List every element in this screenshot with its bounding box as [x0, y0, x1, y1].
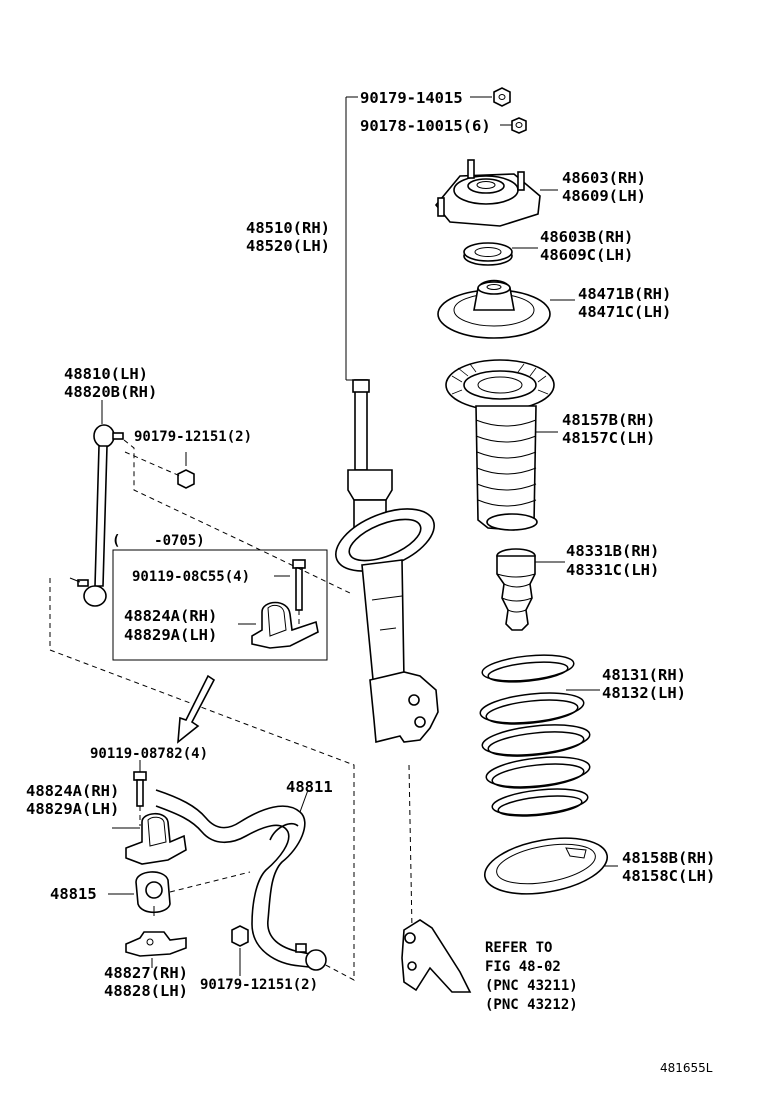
lower-insulator-drawing: [483, 837, 618, 895]
refer-line-2: FIG 48-02: [485, 959, 561, 975]
label-lower-insulator-rh: 48158B(RH): [622, 849, 715, 867]
bearing-drawing: [463, 242, 538, 266]
lower-bracket-drawing: [125, 931, 187, 968]
bound-bumper-drawing: [496, 548, 565, 631]
label-stabilizer-bar: 48811: [286, 778, 333, 796]
label-bracket-lh: 48828(LH): [104, 982, 188, 1000]
bushing-bracket-drawing: [112, 812, 187, 865]
label-bolt-08782: 90119-08782(4): [90, 746, 208, 762]
label-bushing-48815: 48815: [50, 885, 97, 903]
label-link-lh: 48810(LH): [64, 365, 148, 383]
label-link-rh: 48820B(RH): [64, 383, 157, 401]
coil-spring-drawing: [479, 654, 600, 817]
label-bracket-rh: 48827(RH): [104, 964, 188, 982]
label-upper-seat-lh: 48471C(LH): [578, 303, 671, 321]
label-inset-bushing-lh: 48829A(LH): [124, 626, 217, 644]
label-bumper-rh: 48331B(RH): [566, 542, 659, 560]
label-nut-10015: 90178-10015(6): [360, 117, 491, 135]
refer-line-1: REFER TO: [485, 940, 552, 956]
drawing-code: 481655L: [660, 1061, 713, 1075]
inset-arrow: [177, 674, 216, 744]
label-insulator-rh: 48157B(RH): [562, 411, 655, 429]
label-bracket-bushing-rh: 48824A(RH): [26, 782, 119, 800]
label-bearing-rh: 48603B(RH): [540, 228, 633, 246]
strut-support-drawing: [434, 159, 558, 227]
upper-spring-seat-drawing: [437, 279, 575, 339]
label-lower-insulator-lh: 48158C(LH): [622, 867, 715, 885]
label-inset-bolt: 90119-08C55(4): [132, 569, 250, 585]
label-support-lh: 48609(LH): [562, 187, 646, 205]
shock-absorber-drawing: [335, 96, 472, 993]
label-spring-lh: 48132(LH): [602, 684, 686, 702]
label-bumper-lh: 48331C(LH): [566, 561, 659, 579]
inset-box: [112, 549, 328, 661]
label-spring-rh: 48131(RH): [602, 666, 686, 684]
refer-line-3: (PNC 43211): [485, 978, 578, 994]
label-bearing-lh: 48609C(LH): [540, 246, 633, 264]
bracket-bolt-drawing: [133, 760, 147, 826]
top-nuts-drawing: [470, 87, 527, 134]
label-support-rh: 48603(RH): [562, 169, 646, 187]
label-bracket-bushing-lh: 48829A(LH): [26, 800, 119, 818]
refer-line-4: (PNC 43212): [485, 997, 578, 1013]
label-inset-bushing-rh: 48824A(RH): [124, 607, 217, 625]
stabilizer-link-drawing: [69, 400, 249, 607]
stabilizer-bar-drawing: [155, 789, 327, 976]
stabilizer-bushing-drawing: [108, 871, 251, 916]
label-nut-14015: 90179-14015: [360, 89, 463, 107]
label-inset-range: ( -0705): [112, 533, 205, 549]
label-link-nut: 90179-12151(2): [134, 429, 252, 445]
insulator-boot-drawing: [445, 359, 558, 531]
label-insulator-lh: 48157C(LH): [562, 429, 655, 447]
label-absorber-rh: 48510(RH): [246, 219, 330, 237]
label-upper-seat-rh: 48471B(RH): [578, 285, 671, 303]
label-absorber-lh: 48520(LH): [246, 237, 330, 255]
part-labels: 90179-14015 90178-10015(6) 48510(RH) 485…: [26, 89, 715, 1075]
link-guide-line: [49, 578, 355, 981]
label-bar-nut: 90179-12151(2): [200, 977, 318, 993]
